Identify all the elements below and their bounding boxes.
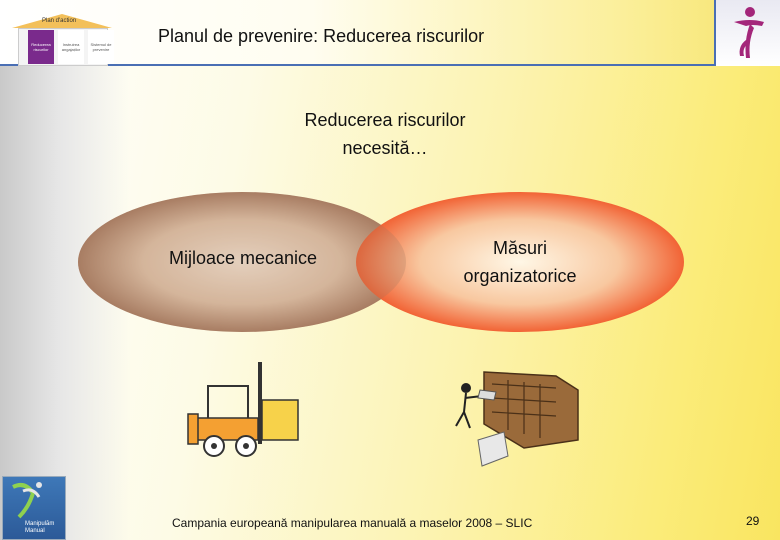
archive-shelf-worker-icon xyxy=(455,371,579,467)
thumbnail-room-1: Reducerea riscurilor xyxy=(28,30,54,64)
bottom-logo: Manipulăm Manual xyxy=(2,476,66,540)
top-logo xyxy=(714,0,780,66)
thumbnail-roof xyxy=(12,14,112,28)
subtitle-line-1: Reducerea riscurilor xyxy=(304,110,466,130)
slide-title: Planul de prevenire: Reducerea riscurilo… xyxy=(158,26,485,46)
thumbnail-roof-label: Plan d'action xyxy=(42,18,77,24)
plan-thumbnail: Plan d'action Reducerea riscurilor Instr… xyxy=(12,14,114,66)
campaign-figure-icon xyxy=(12,482,42,519)
right-label-line-1: Măsuri xyxy=(492,238,547,258)
left-ellipse xyxy=(78,192,406,332)
thumbnail-room-2: Instruirea angajaților xyxy=(58,30,84,64)
subtitle-line-2: necesită… xyxy=(342,138,428,158)
left-ellipse-label: Mijloace mecanice xyxy=(168,248,318,268)
right-ellipse xyxy=(356,192,684,332)
figure-logo-icon xyxy=(734,7,764,58)
subtitle: Reducerea riscurilor necesită… xyxy=(250,106,520,162)
right-ellipse-label: Măsuri organizatorice xyxy=(436,234,604,290)
thumbnail-room-3: Sistemul de prevenire xyxy=(88,30,114,64)
header-divider xyxy=(0,64,714,66)
right-label-line-2: organizatorice xyxy=(463,266,577,286)
bottom-logo-text: Manipulăm Manual xyxy=(25,521,55,534)
left-ellipse-overlay xyxy=(78,192,406,332)
forklift-icon xyxy=(187,362,299,457)
page-number: 29 xyxy=(746,514,760,528)
footer-text: Campania europeană manipularea manuală a… xyxy=(172,516,533,530)
header-bar xyxy=(0,0,780,64)
side-gradient xyxy=(0,66,130,540)
